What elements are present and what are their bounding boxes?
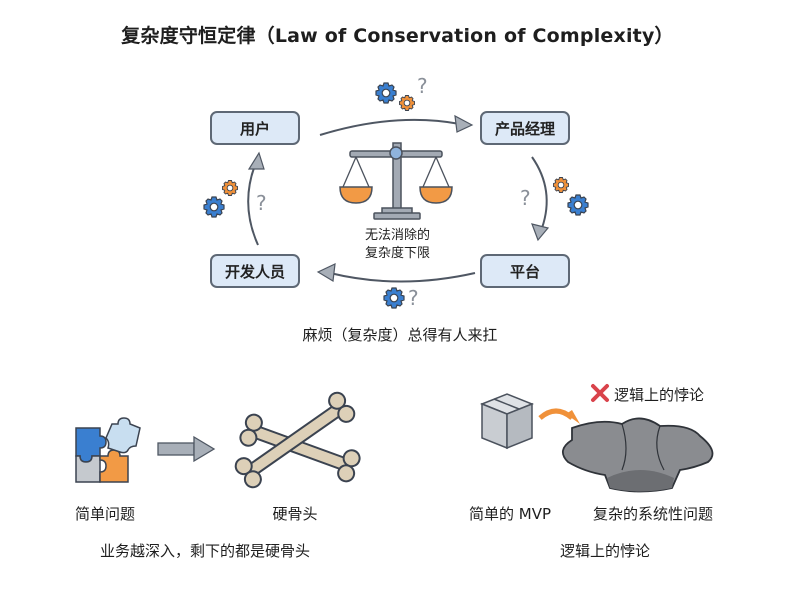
arrow-right-icon bbox=[157, 435, 216, 463]
bottom-right-caption: 逻辑上的悖论 bbox=[559, 542, 650, 560]
node-developer: 开发人员 bbox=[210, 254, 300, 288]
simple-mvp-label: 简单的 MVP bbox=[468, 505, 552, 523]
node-platform: 平台 bbox=[480, 254, 570, 288]
arrow-pm-to-platform bbox=[531, 156, 550, 242]
curved-arrow-icon bbox=[538, 408, 580, 424]
page-title: 复杂度守恒定律（Law of Conservation of Complexit… bbox=[121, 25, 674, 47]
bones-icon bbox=[234, 391, 361, 489]
question-mark-icon: ? bbox=[520, 186, 531, 210]
pit-icon bbox=[562, 417, 714, 493]
bottom-left-caption: 业务越深入，剩下的都是硬骨头 bbox=[99, 542, 310, 560]
arrow-developer-to-user bbox=[247, 151, 265, 246]
node-product-manager: 产品经理 bbox=[480, 111, 570, 145]
arrow-platform-to-developer bbox=[316, 262, 476, 283]
simple-problem-label: 简单问题 bbox=[74, 505, 135, 523]
question-mark-icon: ? bbox=[408, 286, 419, 310]
cycle-caption: 麻烦（复杂度）总得有人来扛 bbox=[302, 326, 498, 344]
paradox-warning-label: 逻辑上的悖论 bbox=[614, 386, 705, 404]
question-mark-icon: ? bbox=[417, 74, 428, 98]
balance-scale-icon bbox=[339, 142, 453, 220]
node-user: 用户 bbox=[210, 111, 300, 145]
center-label-line1: 无法消除的 bbox=[364, 228, 430, 243]
arrow-user-to-pm bbox=[319, 114, 474, 136]
hard-bone-label: 硬骨头 bbox=[272, 505, 318, 523]
center-label-line2: 复杂度下限 bbox=[364, 246, 430, 261]
puzzle-icon bbox=[75, 417, 141, 483]
question-mark-icon: ? bbox=[256, 191, 267, 215]
cross-icon bbox=[591, 384, 609, 402]
box-icon bbox=[479, 393, 535, 450]
complex-problem-label: 复杂的系统性问题 bbox=[592, 505, 713, 523]
